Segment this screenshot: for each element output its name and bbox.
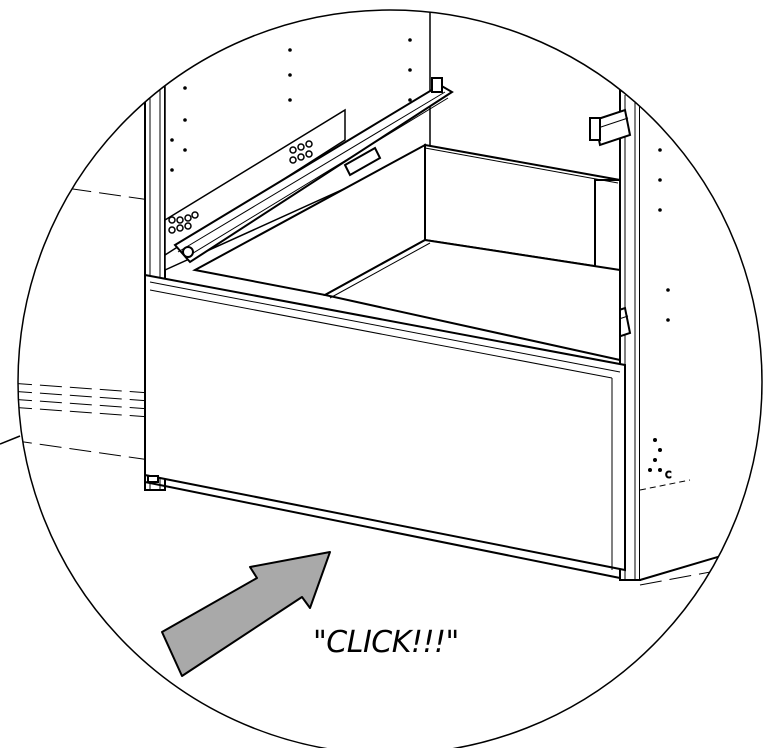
plinth: c [639, 467, 691, 491]
leader-line [0, 435, 21, 445]
magnifier-circle-icon [17, 9, 763, 748]
drawer-front[interactable] [144, 273, 626, 579]
push-arrow-icon [161, 551, 331, 677]
magnified-detail: c "CLICK!!!" [18, 10, 762, 677]
plate-screws [168, 140, 313, 234]
drawer-box [192, 143, 621, 362]
system-holes [170, 38, 412, 172]
svg-text:c: c [665, 467, 672, 481]
mounting-plate [164, 108, 346, 257]
click-annotation: "CLICK!!!" [313, 625, 459, 660]
right-holes [648, 148, 670, 472]
right-cabinet-side [619, 38, 762, 581]
hinge-clip-upper [589, 108, 632, 147]
drawer-runner-left [173, 77, 454, 264]
